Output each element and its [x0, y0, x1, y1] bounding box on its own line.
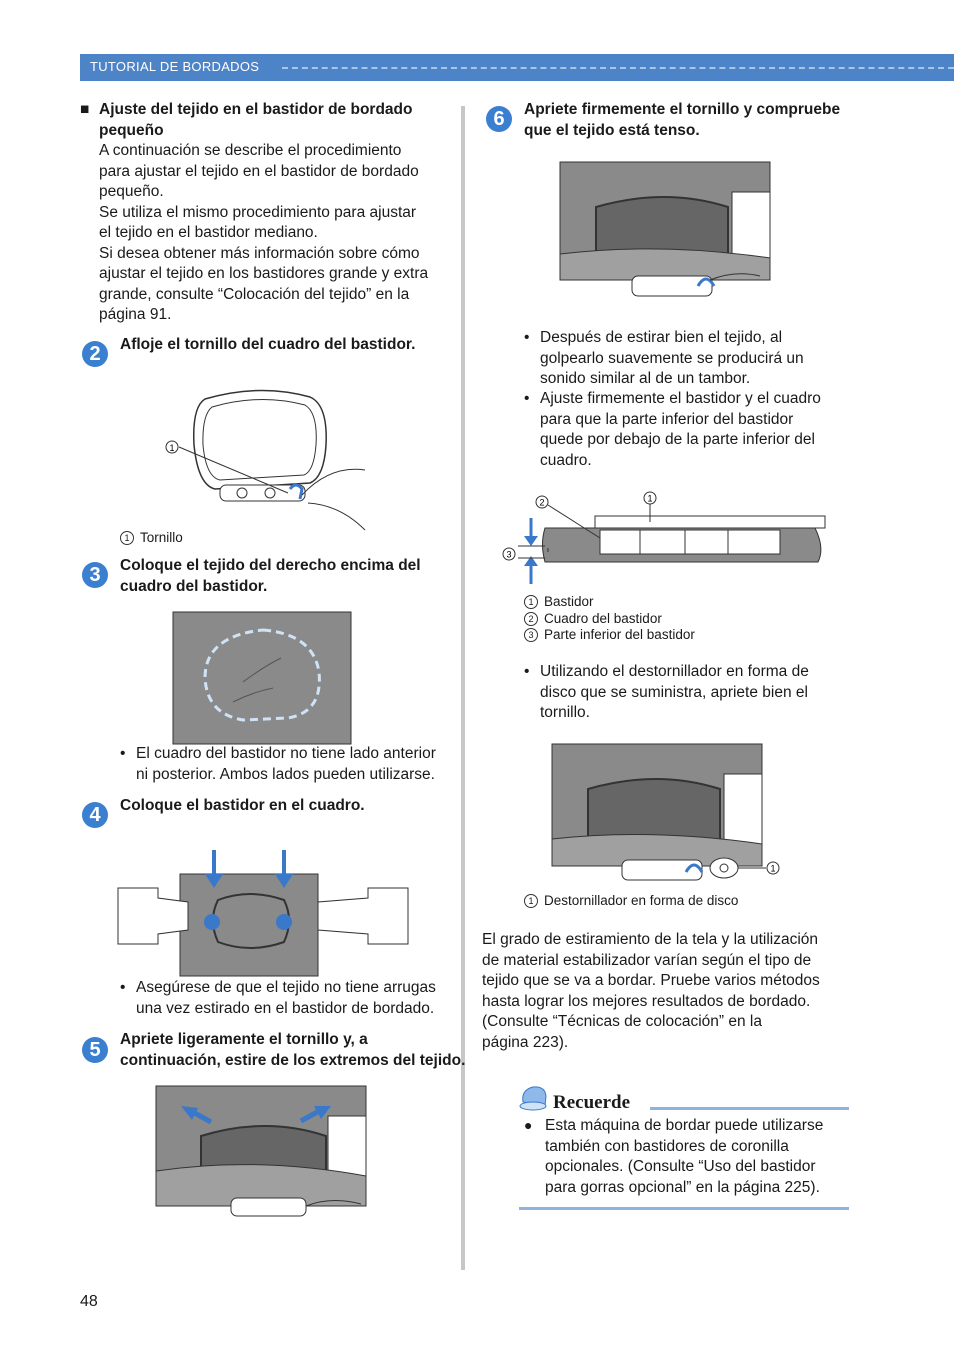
step-6-bullet-3: Utilizando el destornillador en forma de… [540, 663, 809, 721]
section-title: Ajuste del tejido en el bastidor de bord… [99, 101, 413, 139]
callout-1c: 1 [770, 864, 775, 874]
callout-1b: 1 [647, 494, 652, 504]
frame-cross-section-diagram: 2 1 3 [502, 491, 826, 584]
step-6-bullet-2: Ajuste firmemente el bastidor y el cuadr… [540, 390, 821, 469]
header-dashed-rule [282, 67, 954, 69]
step-3-bullet-dot: • [120, 745, 126, 762]
callout-2: 2 [539, 498, 544, 508]
step-3-bullet: El cuadro del bastidor no tiene lado ant… [136, 745, 436, 783]
hoop-screw-illustration: 1 [165, 389, 366, 531]
hoop-in-frame-illustration [117, 850, 409, 977]
stretch-fabric-illustration [155, 1085, 367, 1217]
section-marker: ■ [80, 101, 90, 118]
callout-1: 1 [169, 443, 174, 453]
header-title: TUTORIAL DE BORDADOS [90, 59, 260, 74]
step-2-badge: 2 [82, 341, 108, 367]
step-6-bullet-dot-1: • [524, 329, 530, 346]
recuerde-title: Recuerde [553, 1092, 631, 1113]
step-6-bullet-dot-3: • [524, 663, 530, 680]
step-6-bullet-dot-2: • [524, 390, 530, 407]
step-4-bullet: Asegúrese de que el tejido no tiene arru… [136, 979, 436, 1017]
step-6-bullet-1: Después de estirar bien el tejido, al go… [540, 329, 804, 387]
callout-3: 3 [506, 550, 511, 560]
step-4-text: Coloque el bastidor en el cuadro. [120, 797, 365, 814]
section-intro: A continuación se describe el procedimie… [99, 142, 429, 323]
step-4-badge: 4 [82, 802, 108, 828]
recuerde-top-rule [650, 1107, 849, 1110]
tighten-screw-illustration [559, 161, 771, 297]
recuerde-text: Esta máquina de bordar puede utilizarse … [545, 1117, 824, 1196]
page-number: 48 [80, 1293, 98, 1310]
recuerde-bottom-rule [519, 1207, 849, 1210]
recuerde-bullet-dot: ● [524, 1117, 533, 1133]
column-divider [461, 106, 465, 1270]
step-5-text: Apriete ligeramente el tornillo y, a con… [120, 1031, 466, 1069]
disc-screwdriver-illustration: 1 [551, 743, 780, 881]
step-5-badge: 5 [82, 1037, 108, 1063]
technique-paragraph: El grado de estiramiento de la tela y la… [482, 931, 820, 1051]
bell-icon [519, 1086, 547, 1111]
step-3-badge: 3 [82, 562, 108, 588]
step-4-bullet-dot: • [120, 979, 126, 996]
step-3-text: Coloque el tejido del derecho encima del… [120, 557, 421, 595]
step-6-text: Apriete firmemente el tornillo y comprue… [524, 101, 841, 139]
fabric-over-frame-illustration [172, 611, 352, 745]
step-2-text: Afloje el tornillo del cuadro del bastid… [120, 336, 416, 353]
step-6-badge: 6 [486, 106, 512, 132]
